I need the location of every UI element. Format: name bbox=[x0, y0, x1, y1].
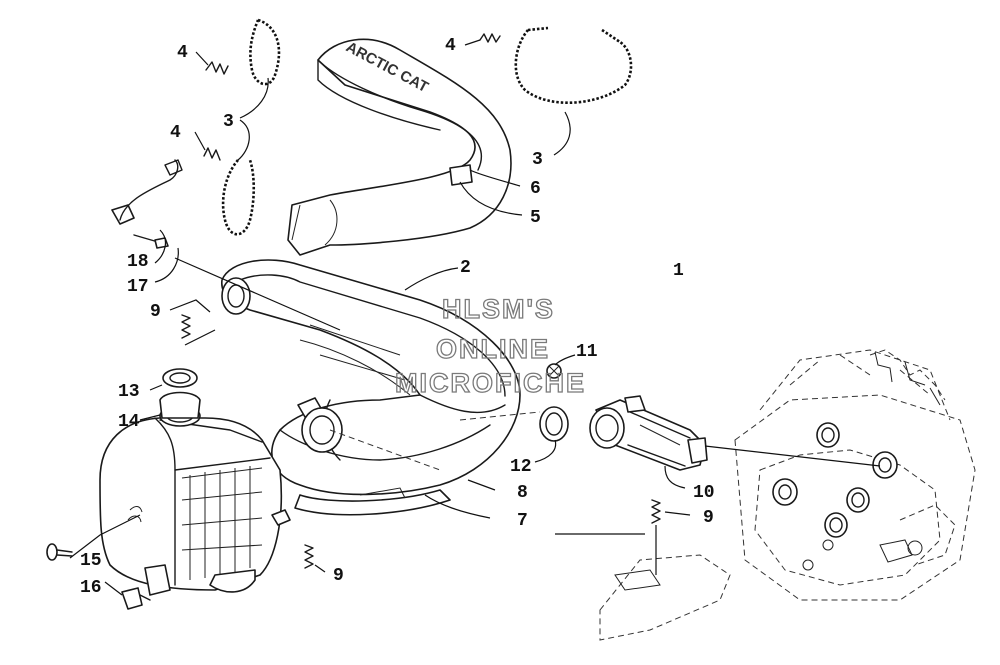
muffler-part-14 bbox=[99, 391, 291, 596]
callout-3b: 3 bbox=[532, 150, 543, 170]
sensor-part-17-18 bbox=[111, 159, 183, 249]
fastener-part-16 bbox=[121, 587, 151, 610]
watermark-line-2: ONLINE bbox=[436, 334, 550, 364]
retaining-chain-part-3 bbox=[221, 18, 633, 236]
callout-6: 6 bbox=[530, 179, 541, 199]
seal-ring-part-12 bbox=[539, 406, 569, 442]
callout-10: 10 bbox=[693, 483, 715, 503]
exhaust-manifold-part-10 bbox=[589, 395, 881, 471]
callout-15: 15 bbox=[80, 551, 102, 571]
fastener-part-15 bbox=[46, 543, 73, 561]
leader-lines bbox=[69, 39, 691, 596]
callout-9b: 9 bbox=[333, 566, 344, 586]
callout-14: 14 bbox=[118, 412, 140, 432]
spring-part-4 bbox=[203, 33, 501, 161]
watermark: HLSM'S ONLINE MICROFICHE bbox=[394, 293, 586, 398]
expansion-chamber-part-2 bbox=[221, 259, 541, 516]
callout-1: 1 bbox=[673, 261, 684, 281]
gasket-part-11 bbox=[546, 363, 562, 379]
watermark-line-1: HLSM'S bbox=[442, 294, 555, 324]
callout-16: 16 bbox=[80, 578, 102, 598]
callout-13: 13 bbox=[118, 382, 140, 402]
callout-12: 12 bbox=[510, 457, 532, 477]
callout-9c: 9 bbox=[703, 508, 714, 528]
callout-2: 2 bbox=[460, 258, 471, 278]
mounting-bracket bbox=[599, 525, 731, 641]
callout-7: 7 bbox=[517, 511, 528, 531]
callout-17: 17 bbox=[127, 277, 149, 297]
gasket-part-13 bbox=[162, 368, 198, 388]
callout-18: 18 bbox=[127, 252, 149, 272]
spring-part-9 bbox=[181, 314, 661, 569]
callout-3a: 3 bbox=[223, 112, 234, 132]
engine-block bbox=[734, 349, 976, 601]
callout-11: 11 bbox=[576, 342, 598, 362]
watermark-line-3: MICROFICHE bbox=[395, 368, 586, 398]
callout-8: 8 bbox=[517, 483, 528, 503]
callout-9a: 9 bbox=[150, 302, 161, 322]
callout-labels: 1 2 3 3 4 4 4 5 6 7 8 9 9 9 10 11 12 13 … bbox=[80, 36, 715, 598]
callout-4b: 4 bbox=[170, 123, 181, 143]
callout-4a: 4 bbox=[177, 43, 188, 63]
callout-4c: 4 bbox=[445, 36, 456, 56]
heat-shield-part-6: ARCTIC CAT bbox=[287, 39, 512, 256]
callout-5: 5 bbox=[530, 208, 541, 228]
